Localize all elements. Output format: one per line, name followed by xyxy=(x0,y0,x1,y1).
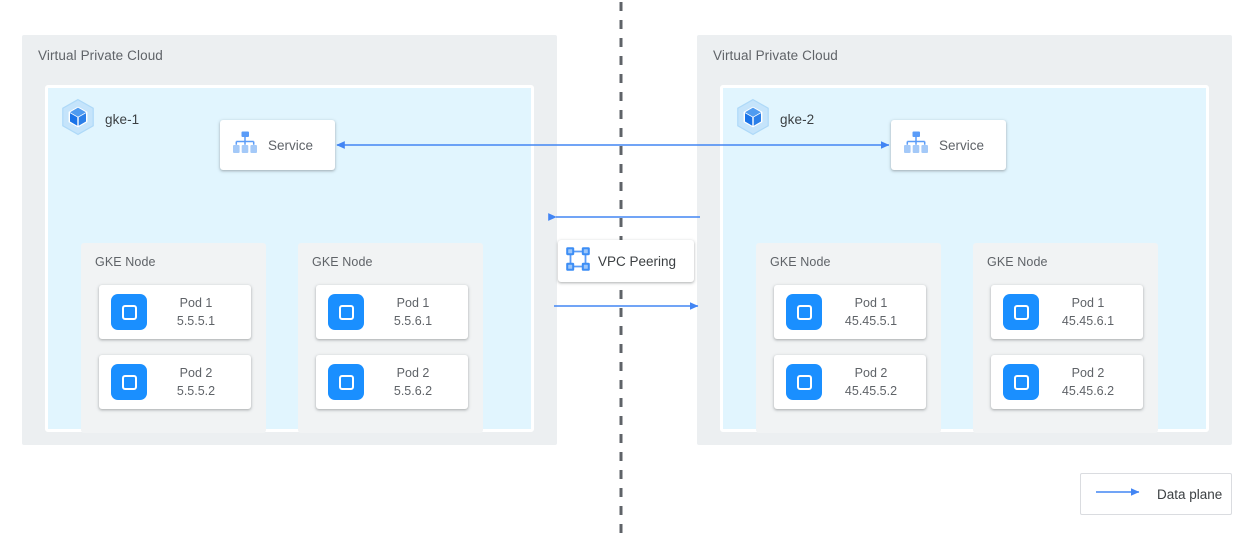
pod-icon xyxy=(328,364,364,400)
cluster-gke-2-header: gke-2 xyxy=(735,98,814,141)
gke-node-right-1-label: GKE Node xyxy=(770,255,831,269)
pod-card[interactable]: Pod 2 45.45.5.2 xyxy=(774,355,926,409)
pod-ip: 45.45.6.2 xyxy=(1061,384,1115,398)
pod-icon xyxy=(1003,364,1039,400)
vpc-right-label: Virtual Private Cloud xyxy=(713,48,838,63)
pod-title: Pod 1 xyxy=(179,295,213,310)
pod-ip: 5.5.5.2 xyxy=(176,384,216,398)
service-card-right[interactable]: Service xyxy=(891,120,1006,170)
pod-card[interactable]: Pod 1 45.45.6.1 xyxy=(991,285,1143,339)
pod-card[interactable]: Pod 1 5.5.5.1 xyxy=(99,285,251,339)
pod-title: Pod 2 xyxy=(179,365,213,380)
pod-title: Pod 2 xyxy=(854,365,888,380)
pod-card[interactable]: Pod 1 45.45.5.1 xyxy=(774,285,926,339)
pod-card[interactable]: Pod 2 5.5.6.2 xyxy=(316,355,468,409)
pod-ip: 45.45.5.2 xyxy=(844,384,898,398)
pod-ip: 45.45.6.1 xyxy=(1061,314,1115,328)
arrow-right-icon xyxy=(1095,485,1147,503)
gke-cluster-icon xyxy=(60,98,96,141)
pod-ip: 5.5.6.1 xyxy=(393,314,433,328)
service-hierarchy-icon xyxy=(232,130,258,161)
pod-icon xyxy=(328,294,364,330)
gke-node-right-1: GKE Node Pod 1 45.45.5.1 Pod 2 45.45.5.2 xyxy=(756,243,941,433)
pod-title: Pod 2 xyxy=(1071,365,1105,380)
pod-icon xyxy=(111,294,147,330)
gke-node-left-2: GKE Node Pod 1 5.5.6.1 Pod 2 5.5.6.2 xyxy=(298,243,483,433)
pod-icon xyxy=(786,294,822,330)
legend-label: Data plane xyxy=(1157,486,1223,502)
vpc-left: Virtual Private Cloud gke-1 GKE Node xyxy=(22,35,557,445)
service-label: Service xyxy=(939,137,985,153)
gke-node-left-1: GKE Node Pod 1 5.5.5.1 Pod 2 5.5.5.2 xyxy=(81,243,266,433)
service-label: Service xyxy=(268,137,314,153)
pod-ip: 45.45.5.1 xyxy=(844,314,898,328)
pod-card[interactable]: Pod 2 45.45.6.2 xyxy=(991,355,1143,409)
legend-data-plane: Data plane xyxy=(1080,473,1232,515)
vpc-peering-label: VPC Peering xyxy=(598,253,677,269)
pod-icon xyxy=(1003,294,1039,330)
gke-node-left-2-label: GKE Node xyxy=(312,255,373,269)
pod-icon xyxy=(111,364,147,400)
gke-node-right-2-label: GKE Node xyxy=(987,255,1048,269)
gke-node-right-2: GKE Node Pod 1 45.45.6.1 Pod 2 45.45.6.2 xyxy=(973,243,1158,433)
vpc-right: Virtual Private Cloud gke-2 GKE Node xyxy=(697,35,1232,445)
cluster-gke-1-header: gke-1 xyxy=(60,98,139,141)
gke-node-left-1-label: GKE Node xyxy=(95,255,156,269)
service-card-left[interactable]: Service xyxy=(220,120,335,170)
service-hierarchy-icon xyxy=(903,130,929,161)
pod-ip: 5.5.6.2 xyxy=(393,384,433,398)
vpc-peering-card[interactable]: VPC Peering xyxy=(558,240,694,282)
pod-card[interactable]: Pod 1 5.5.6.1 xyxy=(316,285,468,339)
pod-ip: 5.5.5.1 xyxy=(176,314,216,328)
pod-card[interactable]: Pod 2 5.5.5.2 xyxy=(99,355,251,409)
vpc-peering-icon xyxy=(565,246,591,277)
gke-cluster-icon xyxy=(735,98,771,141)
pod-title: Pod 1 xyxy=(396,295,430,310)
pod-title: Pod 1 xyxy=(1071,295,1105,310)
pod-title: Pod 1 xyxy=(854,295,888,310)
cluster-gke-2-name: gke-2 xyxy=(780,112,815,127)
pod-icon xyxy=(786,364,822,400)
cluster-gke-1-name: gke-1 xyxy=(105,112,140,127)
vpc-left-label: Virtual Private Cloud xyxy=(38,48,163,63)
pod-title: Pod 2 xyxy=(396,365,430,380)
